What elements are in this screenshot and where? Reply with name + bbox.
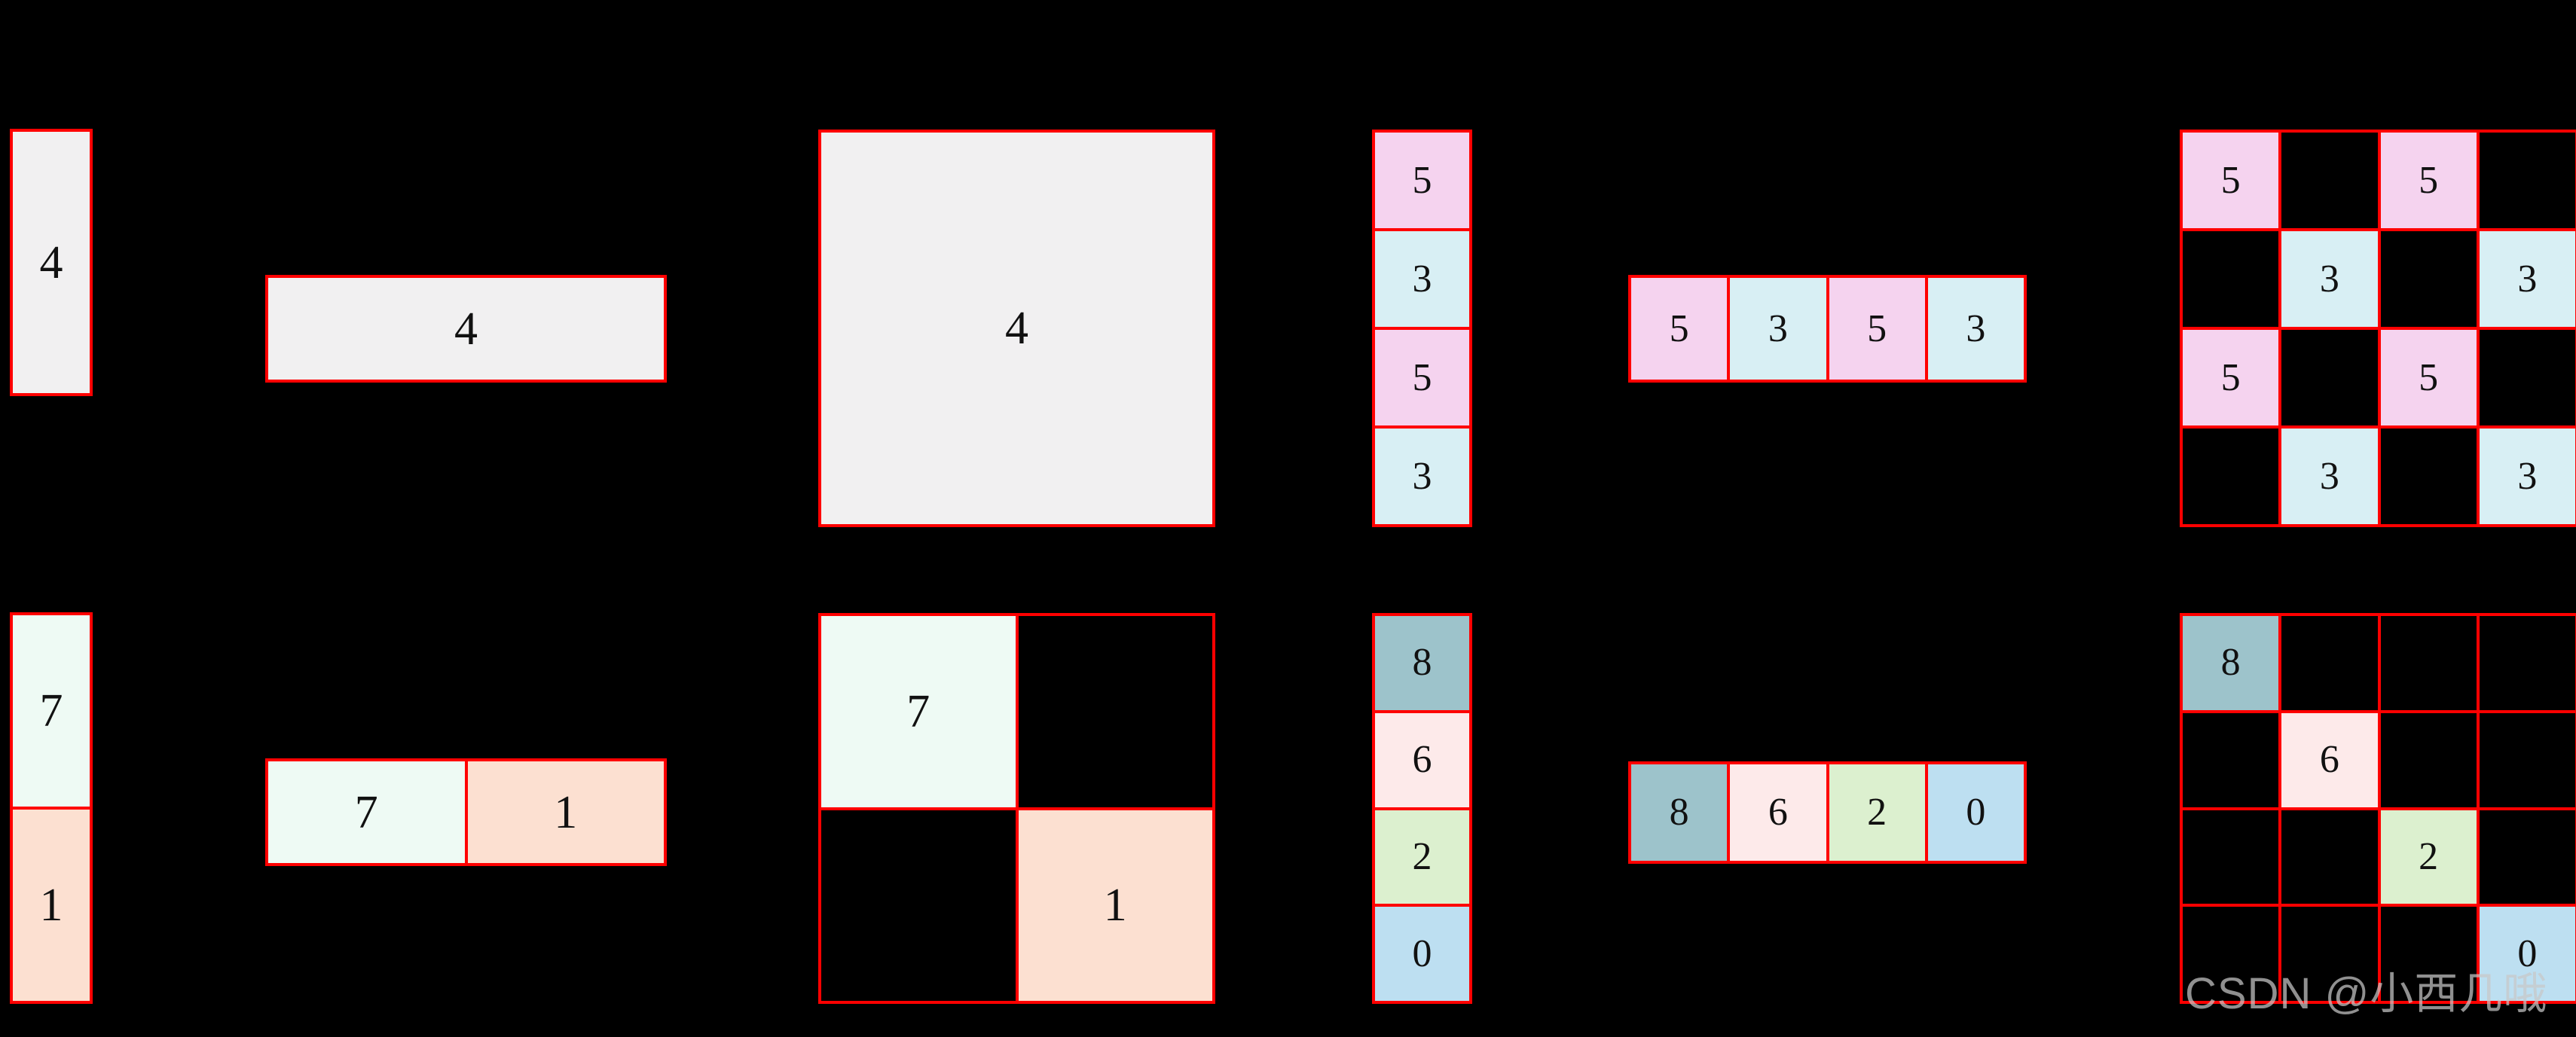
grid-cell: 3 — [2479, 231, 2575, 327]
grid-cell — [2479, 712, 2575, 807]
grid-cell: 5 — [1829, 278, 1925, 380]
row1-row-vector-4: 4 — [265, 275, 667, 383]
grid-cell: 8 — [2183, 616, 2279, 710]
grid-cell — [2479, 330, 2575, 425]
grid-cell: 6 — [1375, 712, 1469, 807]
grid-cell: 5 — [2380, 330, 2477, 425]
grid-cell: 0 — [1375, 907, 1469, 1001]
grid-cell — [2380, 231, 2477, 327]
grid-cell — [2183, 810, 2279, 904]
grid-cell: 2 — [2380, 810, 2477, 904]
grid-cell — [2183, 907, 2279, 1001]
row2-square-matrix: 7 1 — [818, 613, 1215, 1004]
grid-cell: 7 — [821, 616, 1016, 807]
grid-cell: 5 — [2183, 133, 2279, 228]
grid-cell: 7 — [13, 615, 90, 807]
grid-cell — [2479, 810, 2575, 904]
grid-cell: 0 — [2479, 907, 2575, 1001]
grid-cell: 3 — [1730, 278, 1826, 380]
grid-cell — [2479, 616, 2575, 710]
grid-cell: 3 — [1375, 231, 1469, 327]
grid-cell: 5 — [1375, 330, 1469, 425]
grid-cell: 3 — [1927, 278, 2024, 380]
grid-cell: 6 — [2281, 712, 2378, 807]
grid-cell — [2380, 429, 2477, 524]
row2-colored-row-vector: 8 6 2 0 — [1628, 761, 2027, 864]
grid-cell: 0 — [1927, 764, 2024, 861]
row2-colored-column-vector: 8 6 2 0 — [1372, 613, 1472, 1004]
row1-colored-column-vector: 5 3 5 3 — [1372, 130, 1472, 527]
grid-cell: 5 — [1631, 278, 1728, 380]
grid-cell — [2380, 907, 2477, 1001]
row2-result-matrix: 8 6 2 0 — [2180, 613, 2576, 1004]
grid-cell — [2281, 616, 2378, 710]
grid-cell — [1018, 616, 1212, 807]
row2-column-vector: 7 1 — [10, 612, 93, 1004]
grid-cell: 3 — [1375, 429, 1469, 524]
grid-cell: 8 — [1631, 764, 1728, 861]
grid-cell — [2183, 712, 2279, 807]
grid-cell: 7 — [268, 761, 465, 863]
row1-result-matrix: 5 5 3 3 5 5 3 3 — [2180, 130, 2576, 527]
row1-colored-row-vector: 5 3 5 3 — [1628, 275, 2027, 383]
row1-column-vector-4: 4 — [10, 129, 93, 396]
grid-cell: 8 — [1375, 616, 1469, 710]
grid-cell — [2281, 810, 2378, 904]
grid-cell — [2183, 231, 2279, 327]
grid-cell — [2281, 133, 2378, 228]
grid-cell: 6 — [1730, 764, 1826, 861]
grid-cell — [2281, 330, 2378, 425]
grid-cell: 1 — [467, 761, 664, 863]
grid-cell — [2183, 429, 2279, 524]
grid-cell: 3 — [2281, 231, 2378, 327]
grid-cell: 1 — [13, 810, 90, 1001]
grid-cell — [2380, 712, 2477, 807]
grid-cell: 5 — [2183, 330, 2279, 425]
row1-square-matrix-4: 4 — [818, 130, 1215, 527]
grid-cell — [821, 810, 1016, 1001]
grid-cell: 3 — [2281, 429, 2378, 524]
grid-cell: 1 — [1018, 810, 1212, 1001]
grid-cell: 2 — [1375, 810, 1469, 904]
grid-cell: 3 — [2479, 429, 2575, 524]
grid-cell: 2 — [1829, 764, 1925, 861]
grid-cell: 5 — [2380, 133, 2477, 228]
grid-cell: 5 — [1375, 133, 1469, 228]
grid-cell — [2380, 616, 2477, 710]
row2-row-vector: 7 1 — [265, 758, 667, 866]
grid-cell — [2479, 133, 2575, 228]
grid-cell — [2281, 907, 2378, 1001]
